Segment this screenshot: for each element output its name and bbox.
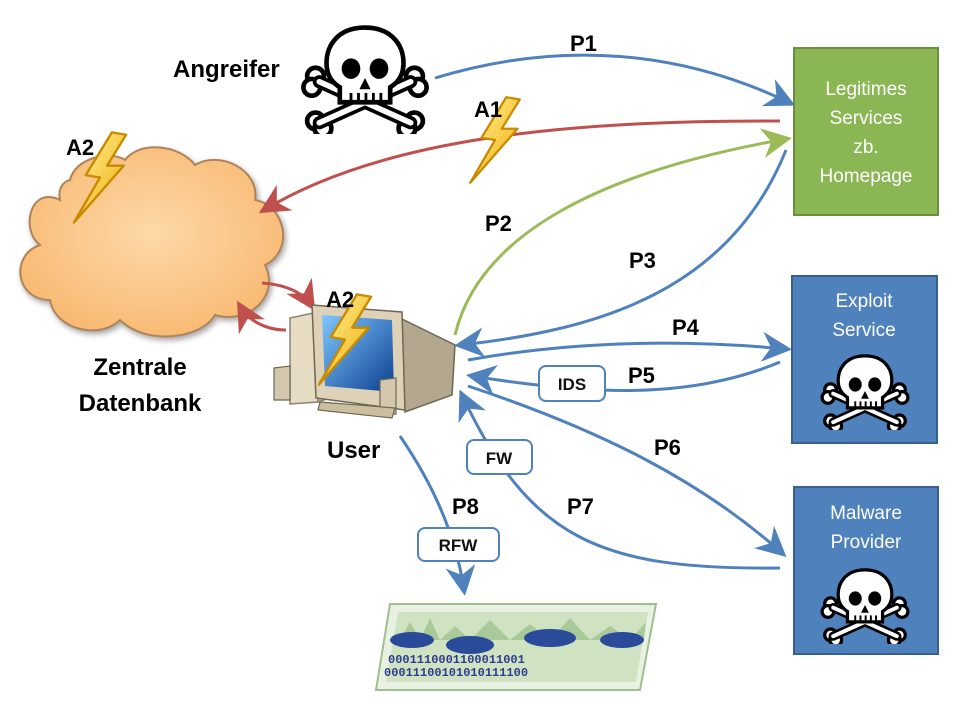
arrow-p3 [454, 149, 788, 358]
ids-label: IDS [558, 375, 586, 394]
db-label-line-2: Datenbank [79, 390, 202, 417]
a2-user-label: A2 [326, 287, 354, 312]
user-label: User [327, 437, 380, 464]
rfw-label: RFW [439, 536, 479, 555]
arrow-p2 [453, 128, 792, 336]
arrow-p8 [398, 435, 476, 596]
p8-label: P8 [452, 494, 479, 519]
arrow-p5 [466, 360, 781, 395]
ids-tag: IDS [538, 365, 606, 402]
legit-line-4: Homepage [820, 166, 913, 187]
fw-label: FW [486, 449, 513, 468]
arrow-cloud-to-user [261, 277, 316, 312]
legit-line-1: Legitimes [825, 79, 906, 100]
legit-services-box [793, 47, 939, 216]
p5-label: P5 [628, 363, 655, 388]
attacker-skull-icon [303, 28, 426, 137]
rfw-tag: RFW [417, 527, 500, 562]
a1-label: A1 [474, 97, 502, 122]
arrow-p4 [467, 331, 792, 362]
central-database-cloud [19, 146, 284, 338]
arrow-p7 [458, 389, 781, 570]
legit-line-3: zb. [853, 137, 878, 158]
p2-label: P2 [485, 211, 512, 236]
arrow-p1 [434, 53, 796, 107]
arrow-a1 [258, 119, 781, 214]
malware-line-2: Provider [831, 532, 902, 553]
exploit-box-label: Exploit Service [832, 291, 895, 341]
p1-label: P1 [570, 31, 597, 56]
banner-binary-row-2: 00011100101010111100 [384, 666, 528, 680]
p7-label: P7 [567, 494, 594, 519]
a2-cloud-label: A2 [66, 135, 94, 160]
p6-label: P6 [654, 435, 681, 460]
db-label-line-1: Zentrale [93, 354, 186, 381]
legit-box-label: Legitimes Services zb. Homepage [820, 79, 913, 187]
attacker-label: Angreifer [173, 56, 280, 83]
malware-line-1: Malware [830, 503, 902, 524]
legit-line-2: Services [830, 108, 903, 129]
exploit-line-2: Service [832, 320, 895, 341]
arrow-p6 [467, 384, 787, 557]
p3-label: P3 [629, 248, 656, 273]
banner-binary-row-1: 0001110001100011001 [388, 653, 525, 667]
exploit-line-1: Exploit [835, 291, 893, 312]
banknote-image: 0001110001100011001 00011100101010111100 [374, 603, 658, 691]
p4-label: P4 [672, 315, 700, 340]
fw-tag: FW [466, 439, 533, 475]
arrow-user-to-cloud [237, 300, 287, 335]
user-computer-icon [273, 304, 456, 419]
malware-box-label: Malware Provider [830, 503, 902, 553]
